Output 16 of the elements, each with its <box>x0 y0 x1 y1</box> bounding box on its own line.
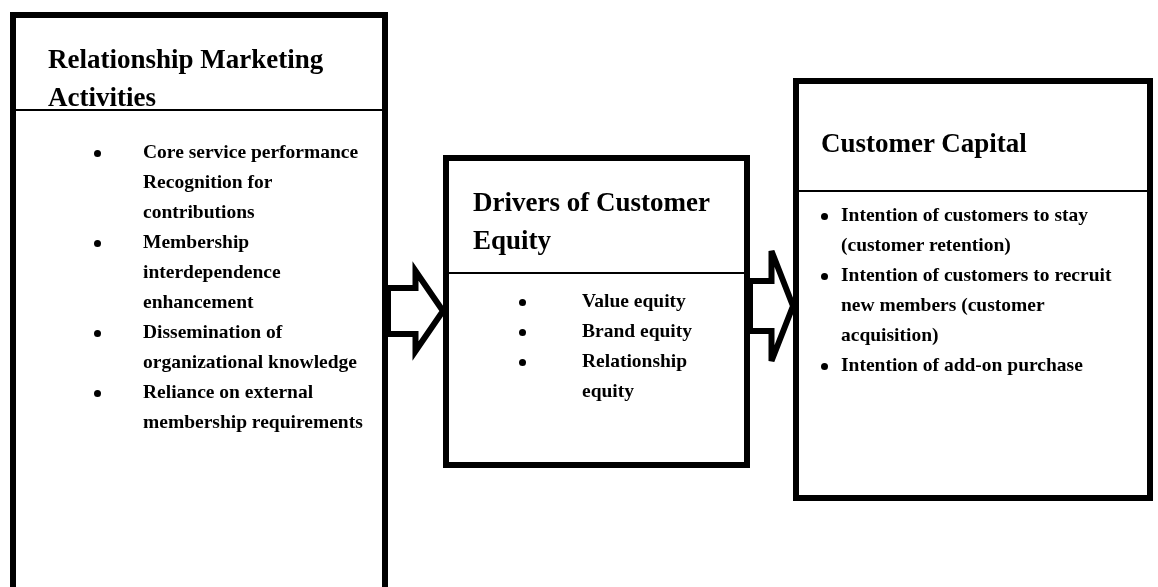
bullet-text: Dissemination of organizational knowledge <box>143 320 358 374</box>
bullet-text: Brand equity <box>582 319 693 343</box>
box-heading: Relationship Marketing Activities <box>48 43 325 114</box>
bullet-text: Intention of customers to recruit new members (customer acquisition) <box>841 263 1113 347</box>
bullet-text: Reliance on external membership requirements <box>143 380 364 434</box>
process-box <box>793 78 1153 501</box>
bullet-text: Core service performance Recognition for contributions <box>143 140 360 224</box>
process-box <box>443 155 750 468</box>
bullet-text: Intention of customers to stay (customer retention) <box>841 203 1089 257</box>
bullet-text: Membership interdependence enhancement <box>143 230 282 314</box>
box-heading: Drivers of Customer Equity <box>473 186 711 257</box>
bullet-text: Intention of add-on purchase <box>841 353 1084 377</box>
process-box <box>10 12 388 587</box>
bullet-text: Value equity <box>582 289 687 313</box>
box-heading: Customer Capital <box>821 127 1028 160</box>
bullet-text: Relationship equity <box>582 349 689 403</box>
